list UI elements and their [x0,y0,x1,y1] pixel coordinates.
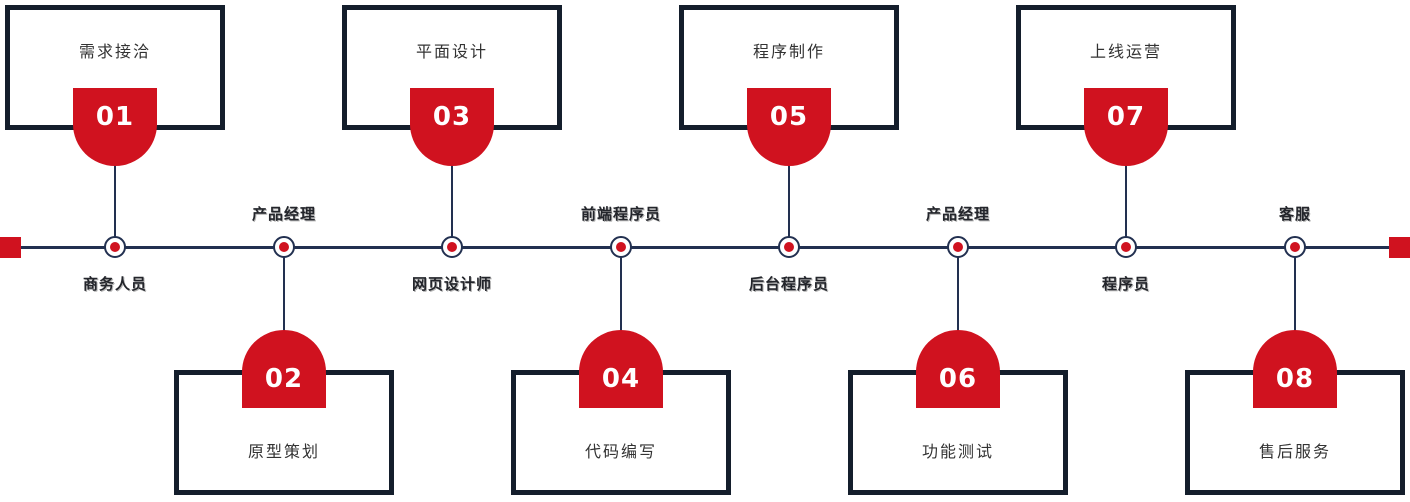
step-title: 售后服务 [1258,442,1331,461]
step-number-badge: 07 [1084,88,1168,166]
step-number: 08 [1275,364,1315,394]
step-number: 07 [1106,102,1146,132]
step-role-label: 程序员 [1101,275,1150,293]
timeline-start-cap [0,237,21,258]
node-dot [784,242,794,252]
step-02-group: 原型策划 02 产品经理 [174,0,394,502]
step-number-badge: 02 [242,330,326,408]
connector-line [451,160,453,238]
timeline-node [273,236,295,258]
step-title: 代码编写 [584,442,657,461]
timeline-node [104,236,126,258]
step-role-label: 网页设计师 [411,275,492,293]
timeline-node [610,236,632,258]
node-dot [616,242,626,252]
node-dot [1121,242,1131,252]
step-role-label: 商务人员 [82,275,147,293]
timeline-node [441,236,463,258]
step-number-badge: 05 [747,88,831,166]
timeline-node [1284,236,1306,258]
step-04-group: 代码编写 04 前端程序员 [511,0,731,502]
step-number: 03 [432,102,472,132]
step-role-label: 产品经理 [251,205,316,223]
timeline-node [778,236,800,258]
node-dot [110,242,120,252]
connector-line [620,257,622,332]
connector-line [1125,160,1127,238]
timeline-node [947,236,969,258]
step-role-label: 产品经理 [925,205,990,223]
connector-line [114,160,116,238]
step-title: 原型策划 [247,442,320,461]
connector-line [283,257,285,332]
node-dot [953,242,963,252]
step-08-group: 售后服务 08 客服 [1185,0,1405,502]
step-number: 02 [264,364,304,394]
step-title: 需求接洽 [78,42,151,61]
step-role-label: 前端程序员 [580,205,661,223]
step-03-group: 平面设计 03 网页设计师 [342,0,562,502]
timeline-node [1115,236,1137,258]
connector-line [788,160,790,238]
step-number: 01 [95,102,135,132]
timeline-line [10,246,1400,249]
node-dot [279,242,289,252]
step-title: 上线运营 [1089,42,1162,61]
step-title: 平面设计 [415,42,488,61]
step-role-label: 后台程序员 [748,275,829,293]
step-06-group: 功能测试 06 产品经理 [848,0,1068,502]
connector-line [957,257,959,332]
step-title: 程序制作 [752,42,825,61]
timeline-end-cap [1389,237,1410,258]
step-number-badge: 06 [916,330,1000,408]
step-number: 06 [938,364,978,394]
node-dot [447,242,457,252]
step-01-group: 需求接洽 01 商务人员 [5,0,225,502]
step-number-badge: 03 [410,88,494,166]
step-05-group: 程序制作 05 后台程序员 [679,0,899,502]
node-dot [1290,242,1300,252]
step-title: 功能测试 [921,442,994,461]
step-number-badge: 01 [73,88,157,166]
step-role-label: 客服 [1278,205,1311,223]
step-number: 04 [601,364,641,394]
connector-line [1294,257,1296,332]
step-number-badge: 04 [579,330,663,408]
step-number: 05 [769,102,809,132]
step-number-badge: 08 [1253,330,1337,408]
step-07-group: 上线运营 07 程序员 [1016,0,1236,502]
